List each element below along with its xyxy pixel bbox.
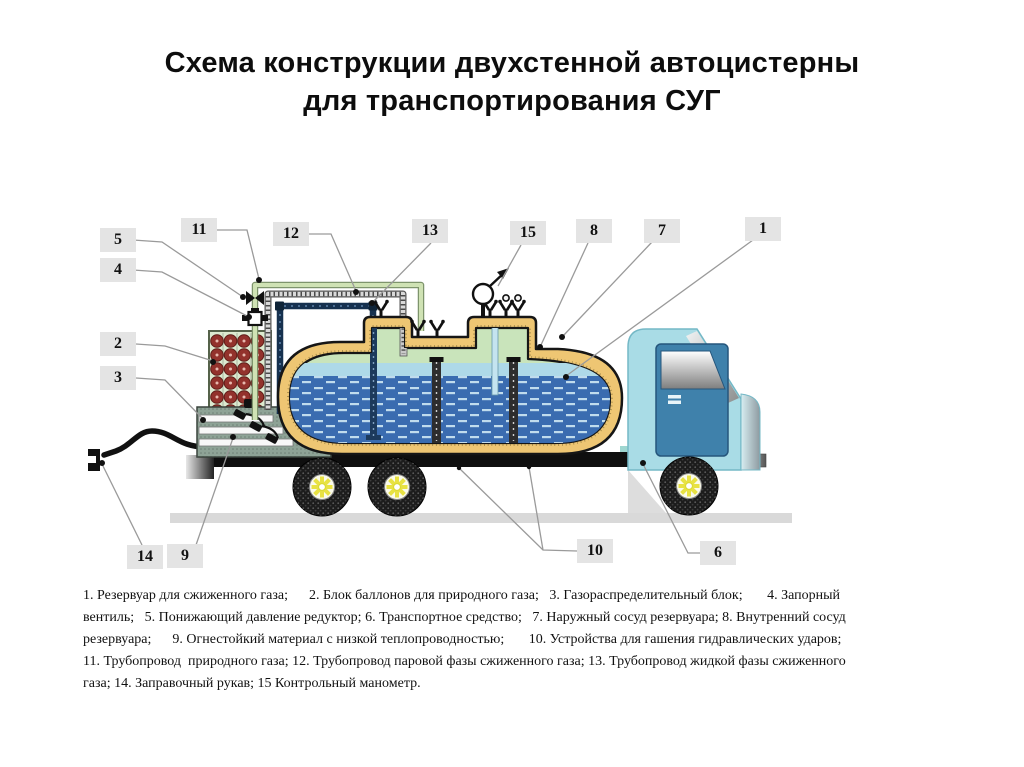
callout-10: 10 — [577, 539, 613, 563]
hose-coupling — [88, 449, 100, 471]
callout-9: 9 — [167, 544, 203, 568]
callout-8: 8 — [576, 219, 612, 243]
truck-cab — [627, 328, 761, 471]
legend: 1. Резервуар для сжиженного газа; 2. Бло… — [83, 585, 846, 695]
page-title: Схема конструкции двухстенной автоцистер… — [0, 44, 1024, 121]
title-line-2: для транспортирования СУГ — [303, 85, 721, 118]
title-line-1: Схема конструкции двухстенной автоцистер… — [164, 47, 860, 79]
tank-inner-vessel — [288, 326, 612, 445]
hydraulic-shock-dampers — [429, 357, 521, 443]
callout-12: 12 — [273, 222, 309, 246]
legend-line-5: газа; 14. Заправочный рукав; 15 Контроль… — [83, 676, 421, 691]
callout-6: 6 — [700, 541, 736, 565]
callout-11: 11 — [181, 218, 217, 242]
pipe-natural-gas — [251, 281, 425, 420]
liquid-phase-dip-pipe — [370, 328, 377, 438]
shutoff-valve — [246, 291, 264, 305]
road — [170, 513, 792, 523]
callout-5: 5 — [100, 228, 136, 252]
callout-2: 2 — [100, 332, 136, 356]
legend-line-4: 11. Трубопровод природного газа; 12. Тру… — [83, 654, 846, 669]
callout-3: 3 — [100, 366, 136, 390]
callout-7: 7 — [644, 219, 680, 243]
legend-line-2: вентиль; 5. Понижающий давление редуктор… — [83, 610, 846, 625]
level-tube — [491, 328, 499, 396]
wheel-rear-2 — [366, 456, 428, 518]
wheel-front — [658, 455, 720, 517]
cab-shadow — [628, 470, 666, 513]
wheel-rear-1 — [291, 456, 353, 518]
tank-top-valves — [371, 294, 528, 339]
pressure-gauge — [471, 268, 509, 318]
leader-dots — [99, 277, 646, 471]
callout-13: 13 — [412, 219, 448, 243]
callout-14: 14 — [127, 545, 163, 569]
door-handle — [668, 395, 681, 399]
pipe-vapor-phase — [264, 290, 407, 410]
callout-4: 4 — [100, 258, 136, 282]
callout-15: 15 — [510, 221, 546, 245]
legend-line-1: 1. Резервуар для сжиженного газа; 2. Бло… — [83, 588, 841, 603]
callout-1: 1 — [745, 217, 781, 241]
leader-lines — [101, 229, 754, 554]
cab-window — [660, 350, 726, 390]
cab-front-fender — [740, 393, 761, 471]
legend-line-3: резервуара; 9. Огнестойкий материал с ни… — [83, 632, 842, 647]
pressure-reducer — [242, 308, 268, 327]
